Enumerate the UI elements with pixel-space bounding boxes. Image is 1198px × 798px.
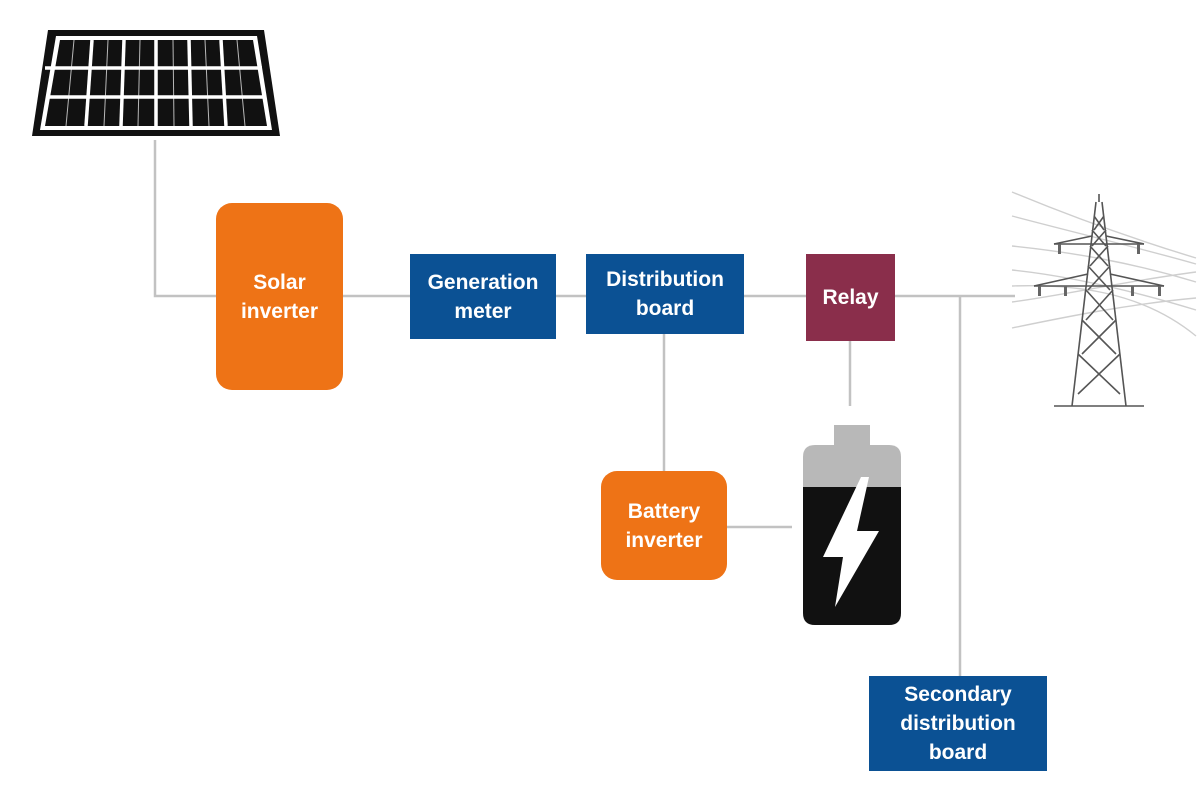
solar-panel-icon [32, 30, 280, 136]
battery-icon [803, 425, 901, 625]
solar-inverter-box: Solar inverter [216, 203, 343, 390]
wire-panel-to-solar-inverter [153, 140, 218, 298]
generation-meter-box: Generation meter [410, 254, 556, 339]
battery-inverter-box: Battery inverter [601, 471, 727, 580]
transmission-tower-icon [1011, 191, 1197, 407]
distribution-board-box: Distribution board [586, 254, 744, 334]
relay-box: Relay [806, 254, 895, 341]
secondary-distribution-board-box: Secondary distribution board [869, 676, 1047, 771]
